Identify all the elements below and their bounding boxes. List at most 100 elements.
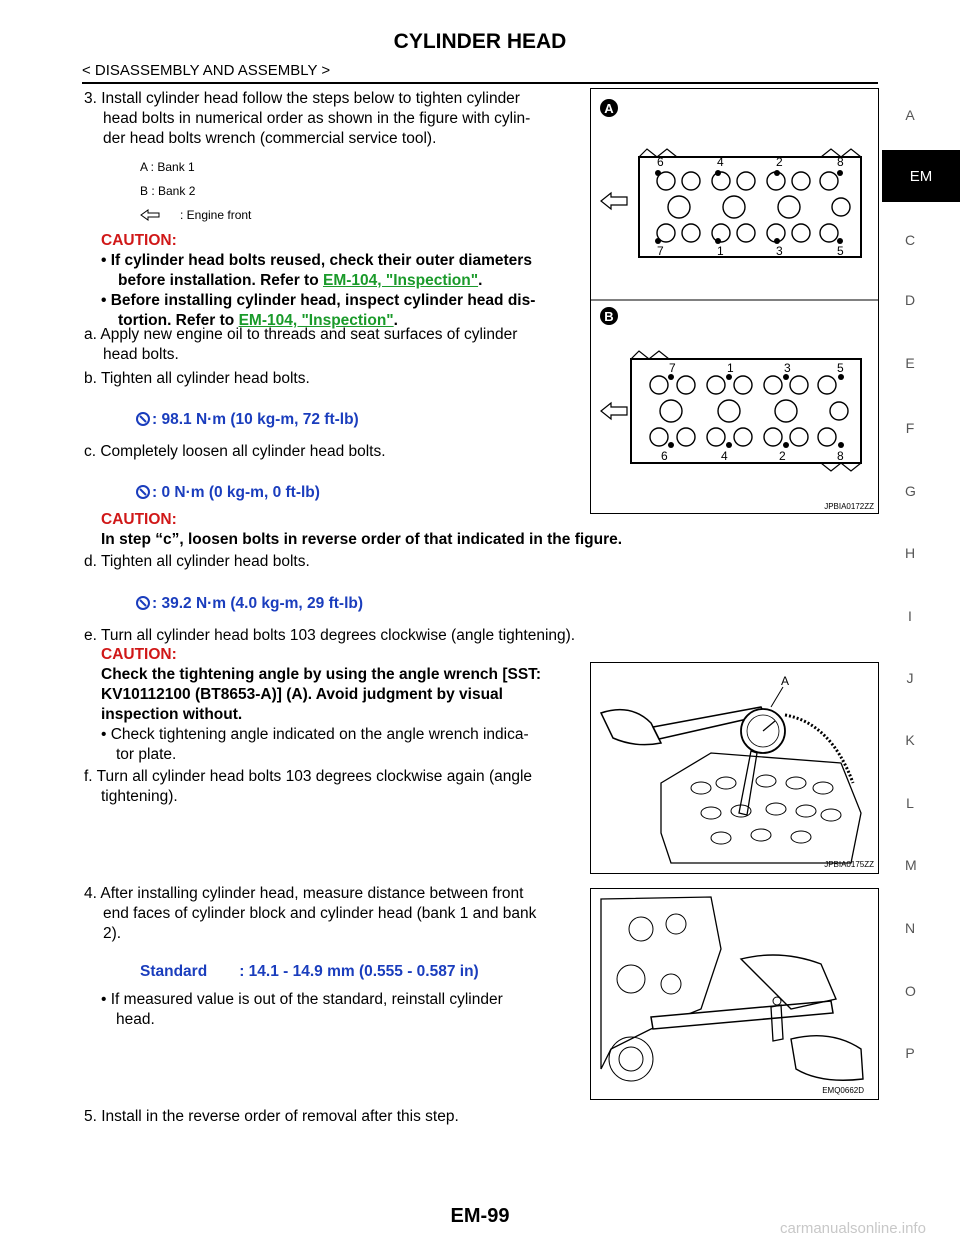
inspection-link[interactable]: EM-104, "Inspection" <box>322 272 479 289</box>
head-outline-bank1 <box>638 156 862 258</box>
side-tab-i[interactable]: I <box>908 608 912 624</box>
head-outline-bank2 <box>630 358 862 464</box>
caution-text: tortion. Refer to <box>118 312 239 329</box>
bolt-number: 6 <box>657 155 664 169</box>
side-tab-o[interactable]: O <box>905 983 916 999</box>
step-d: d. Tighten all cylinder head bolts. <box>84 553 310 570</box>
figure-caliper-measurement: EMQ0662D <box>590 888 879 1100</box>
side-tab-e[interactable]: E <box>905 355 915 371</box>
caution-bullet: tor plate. <box>116 746 177 763</box>
caution-block-1: CAUTION: • If cylinder head bolts reused… <box>101 231 581 331</box>
hand-icon <box>599 708 663 746</box>
step4-bullet: • If measured value is out of the standa… <box>101 990 578 1030</box>
step4-line: 4. After installing cylinder head, measu… <box>84 885 524 902</box>
extension-bar <box>738 750 758 816</box>
bolt-number: 2 <box>776 155 783 169</box>
side-tab-f[interactable]: F <box>905 420 915 436</box>
angle-wrench-illustration: A JPBIA0175ZZ <box>599 674 874 869</box>
bolt-number: 7 <box>669 361 676 375</box>
step-a: a. Apply new engine oil to threads and s… <box>84 325 578 365</box>
valve-row-bank2 <box>649 375 849 447</box>
step3-line: 3. Install cylinder head follow the step… <box>84 90 520 107</box>
torque-value: : 98.1 N·m (10 kg-m, 72 ft-lb) <box>152 411 359 428</box>
circle-label-a-icon <box>600 99 618 117</box>
bolt-number: 2 <box>779 449 786 463</box>
page-number: EM-99 <box>450 1205 510 1227</box>
step-f: f. Turn all cylinder head bolts 103 degr… <box>84 767 578 807</box>
caution-text: inspection without. <box>101 706 243 723</box>
step4-bullet-line: • If measured value is out of the standa… <box>101 991 503 1008</box>
legend-front-label: : Engine front <box>180 208 252 222</box>
cylinder-head-outline <box>660 752 862 864</box>
hand-icon <box>790 1034 864 1081</box>
legend-bank1: A : Bank 1 <box>140 160 195 174</box>
step-f-line: tightening). <box>101 788 178 805</box>
caution-text: KV10112100 (BT8653-A)] (A). Avoid judgme… <box>101 686 503 703</box>
torque-spec-1: : 98.1 N·m (10 kg-m, 72 ft-lb) <box>136 410 359 430</box>
side-tab-p[interactable]: P <box>905 1045 915 1061</box>
hand-icon <box>739 954 837 1010</box>
step3-text: 3. Install cylinder head follow the step… <box>84 89 578 149</box>
bolt-number: 3 <box>784 361 791 375</box>
standard-value: : 14.1 - 14.9 mm (0.555 - 0.587 in) <box>239 963 479 980</box>
legend-bank2: B : Bank 2 <box>140 184 196 198</box>
torque-spec-3: : 39.2 N·m (4.0 kg-m, 29 ft-lb) <box>136 594 363 614</box>
side-tab-m[interactable]: M <box>905 857 917 873</box>
side-tab-em-active[interactable]: EM <box>882 150 960 202</box>
caution-bullet: • Check tightening angle indicated on th… <box>101 726 529 743</box>
bolt-order-diagram: A 6 4 2 8 7 1 3 5 B <box>591 99 878 511</box>
caliper-illustration: EMQ0662D <box>600 896 864 1095</box>
bolt-number: 7 <box>657 244 664 258</box>
side-tab-d[interactable]: D <box>905 292 916 308</box>
standard-label: Standard <box>140 963 208 980</box>
figure-code: JPBIA0175ZZ <box>824 860 874 869</box>
step-a-line: head bolts. <box>103 346 179 363</box>
step4-text: 4. After installing cylinder head, measu… <box>84 884 578 944</box>
caution-label: CAUTION: <box>101 511 177 528</box>
torque-value: : 39.2 N·m (4.0 kg-m, 29 ft-lb) <box>152 595 364 612</box>
caution-block-e: CAUTION: Check the tightening angle by u… <box>101 645 578 765</box>
side-tab-l[interactable]: L <box>906 795 914 811</box>
caution-text: before installation. Refer to <box>118 272 323 289</box>
inspection-link[interactable]: EM-104, "Inspection" <box>238 312 394 329</box>
step4-bullet-line: head. <box>116 1011 155 1028</box>
side-tab-h[interactable]: H <box>905 545 916 561</box>
figure-code: JPBIA0172ZZ <box>824 502 874 511</box>
side-tab-a[interactable]: A <box>905 107 915 123</box>
caution-text: • Before installing cylinder head, inspe… <box>101 292 536 309</box>
valve-row-bank1 <box>656 171 851 243</box>
side-tab-n[interactable]: N <box>905 920 916 936</box>
bolt-number: 8 <box>837 155 844 169</box>
engine-front-arrow-icon <box>600 191 628 211</box>
bolt-number: 5 <box>837 361 844 375</box>
caution-label: CAUTION: <box>101 646 177 663</box>
step3-line: der head bolts wrench (commercial servic… <box>103 130 437 147</box>
bolt-number: 4 <box>717 155 724 169</box>
torque-value: : 0 N·m (0 kg-m, 0 ft-lb) <box>152 484 320 501</box>
step4-line: 2). <box>103 925 122 942</box>
page-title: CYLINDER HEAD <box>393 30 567 53</box>
indicator-arm <box>784 713 855 784</box>
circle-label-b-icon <box>600 307 618 325</box>
step-b: b. Tighten all cylinder head bolts. <box>84 370 310 387</box>
side-tab-c[interactable]: C <box>905 232 916 248</box>
bolt-number: 3 <box>776 244 783 258</box>
caution-text: • If cylinder head bolts reused, check t… <box>101 252 532 269</box>
bolt-number: 5 <box>837 244 844 258</box>
torque-spec-2: : 0 N·m (0 kg-m, 0 ft-lb) <box>136 483 320 503</box>
side-tab-k[interactable]: K <box>905 732 915 748</box>
label-sst-a: A <box>781 674 789 688</box>
bolt-number: 1 <box>717 244 724 258</box>
header-divider <box>82 82 878 84</box>
bolt-number: 6 <box>661 449 668 463</box>
side-tab-g[interactable]: G <box>905 483 916 499</box>
label-a: A <box>604 101 614 116</box>
step-c: c. Completely loosen all cylinder head b… <box>84 443 386 460</box>
bolt-number: 1 <box>727 361 734 375</box>
watermark: carmanualsonline.info <box>780 1220 926 1237</box>
bolt-number: 8 <box>837 449 844 463</box>
legend-engine-front: : Engine front <box>140 206 251 224</box>
engine-front-arrow-icon <box>600 401 628 421</box>
side-tab-j[interactable]: J <box>906 670 914 686</box>
figure-angle-wrench: A JPBIA0175ZZ <box>590 662 879 874</box>
